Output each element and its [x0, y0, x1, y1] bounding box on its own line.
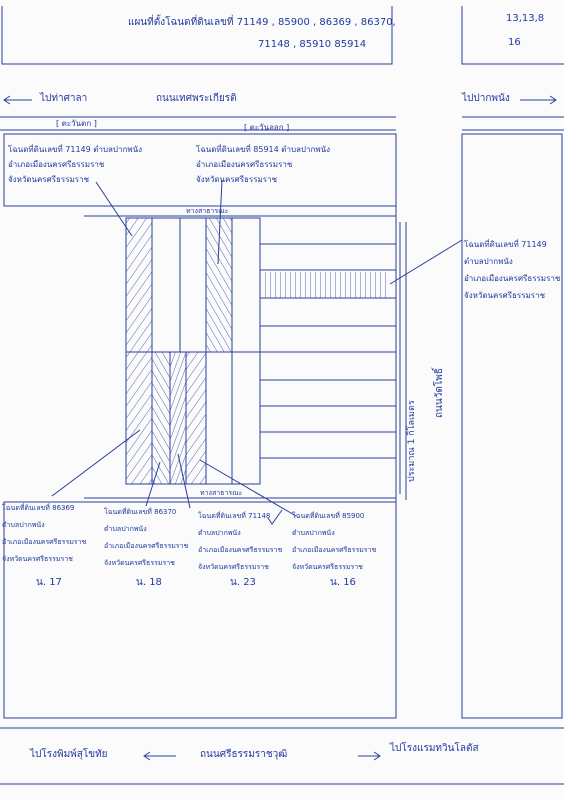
parcel-71148-hatch [170, 352, 186, 484]
bottom-road-lines [0, 727, 564, 785]
parcel-86370-label: โฉนดที่ดินเลขที่ 86370 ตำบลปากพนัง อำเภอ… [104, 508, 189, 567]
header-frame [1, 6, 564, 65]
alley-top-label: ทางสาธารณะ [186, 207, 229, 215]
parcel-86370-page: น. 18 [136, 577, 162, 588]
bottom-right-direction: ไปโรงแรมทวินโลตัส [390, 743, 479, 754]
west-label: [ ตะวันตก ] [56, 119, 97, 128]
block-outlines [3, 133, 563, 719]
parcel-86370-hatch [152, 352, 170, 484]
parcel-85914-label: โฉนดที่ดินเลขที่ 85914 ตำบลปากพนัง อำเภอ… [196, 145, 330, 184]
parcel-71149-right-hatch [260, 272, 388, 298]
parcel-85900-page: น. 16 [330, 577, 356, 588]
parcel-85900-label: โฉนดที่ดินเลขที่ 85900 ตำบลปากพนัง อำเภอ… [292, 512, 377, 571]
parcel-71149-right-label: โฉนดที่ดินเลขที่ 71149 ตำบลปากพนัง อำเภอ… [464, 240, 561, 300]
bottom-left-direction: ไปโรงพิมพ์สุโขทัย [30, 749, 108, 760]
parcel-86369-label: โฉนดที่ดินเลขที่ 86369 ตำบลปากพนัง อำเภอ… [2, 504, 87, 563]
parcel-71149-left-hatch [126, 218, 152, 352]
alley-bottom-label: ทางสาธารณะ [200, 489, 243, 497]
arrows [3, 95, 557, 761]
parcel-71148-label: โฉนดที่ดินเลขที่ 71148 ตำบลปากพนัง อำเภอ… [198, 512, 283, 571]
bottom-road-name: ถนนศรีธรรมราชวุฒิ [200, 749, 288, 760]
top-left-direction: ไปท่าศาลา [40, 93, 88, 104]
parcel-71148-page: น. 23 [230, 577, 256, 588]
header-ref-line-1: 13,13,8 [506, 13, 545, 24]
parcel-86369-page: น. 17 [36, 577, 62, 588]
parcel-85900-hatch [186, 352, 206, 484]
top-road-name: ถนนเทศพระเกียรติ [156, 93, 237, 104]
alley-lines [84, 215, 396, 499]
header-title-line-2: 71148 , 85910 85914 [258, 39, 367, 50]
header-ref-line-2: 16 [508, 37, 521, 48]
east-label: [ ตะวันออก ] [244, 123, 290, 132]
header-title-line-1: แผนที่ตั้งโฉนดที่ดินเลขที่ 71149 , 85900… [128, 17, 396, 28]
parcel-86369-hatch [126, 352, 152, 484]
parcel-71149-left-label: โฉนดที่ดินเลขที่ 71149 ตำบลปากพนัง อำเภอ… [8, 145, 142, 184]
right-road-lines [395, 206, 407, 502]
top-road-lines [0, 116, 564, 131]
leader-lines [51, 179, 463, 517]
top-right-direction: ไปปากพนัง [462, 93, 510, 104]
